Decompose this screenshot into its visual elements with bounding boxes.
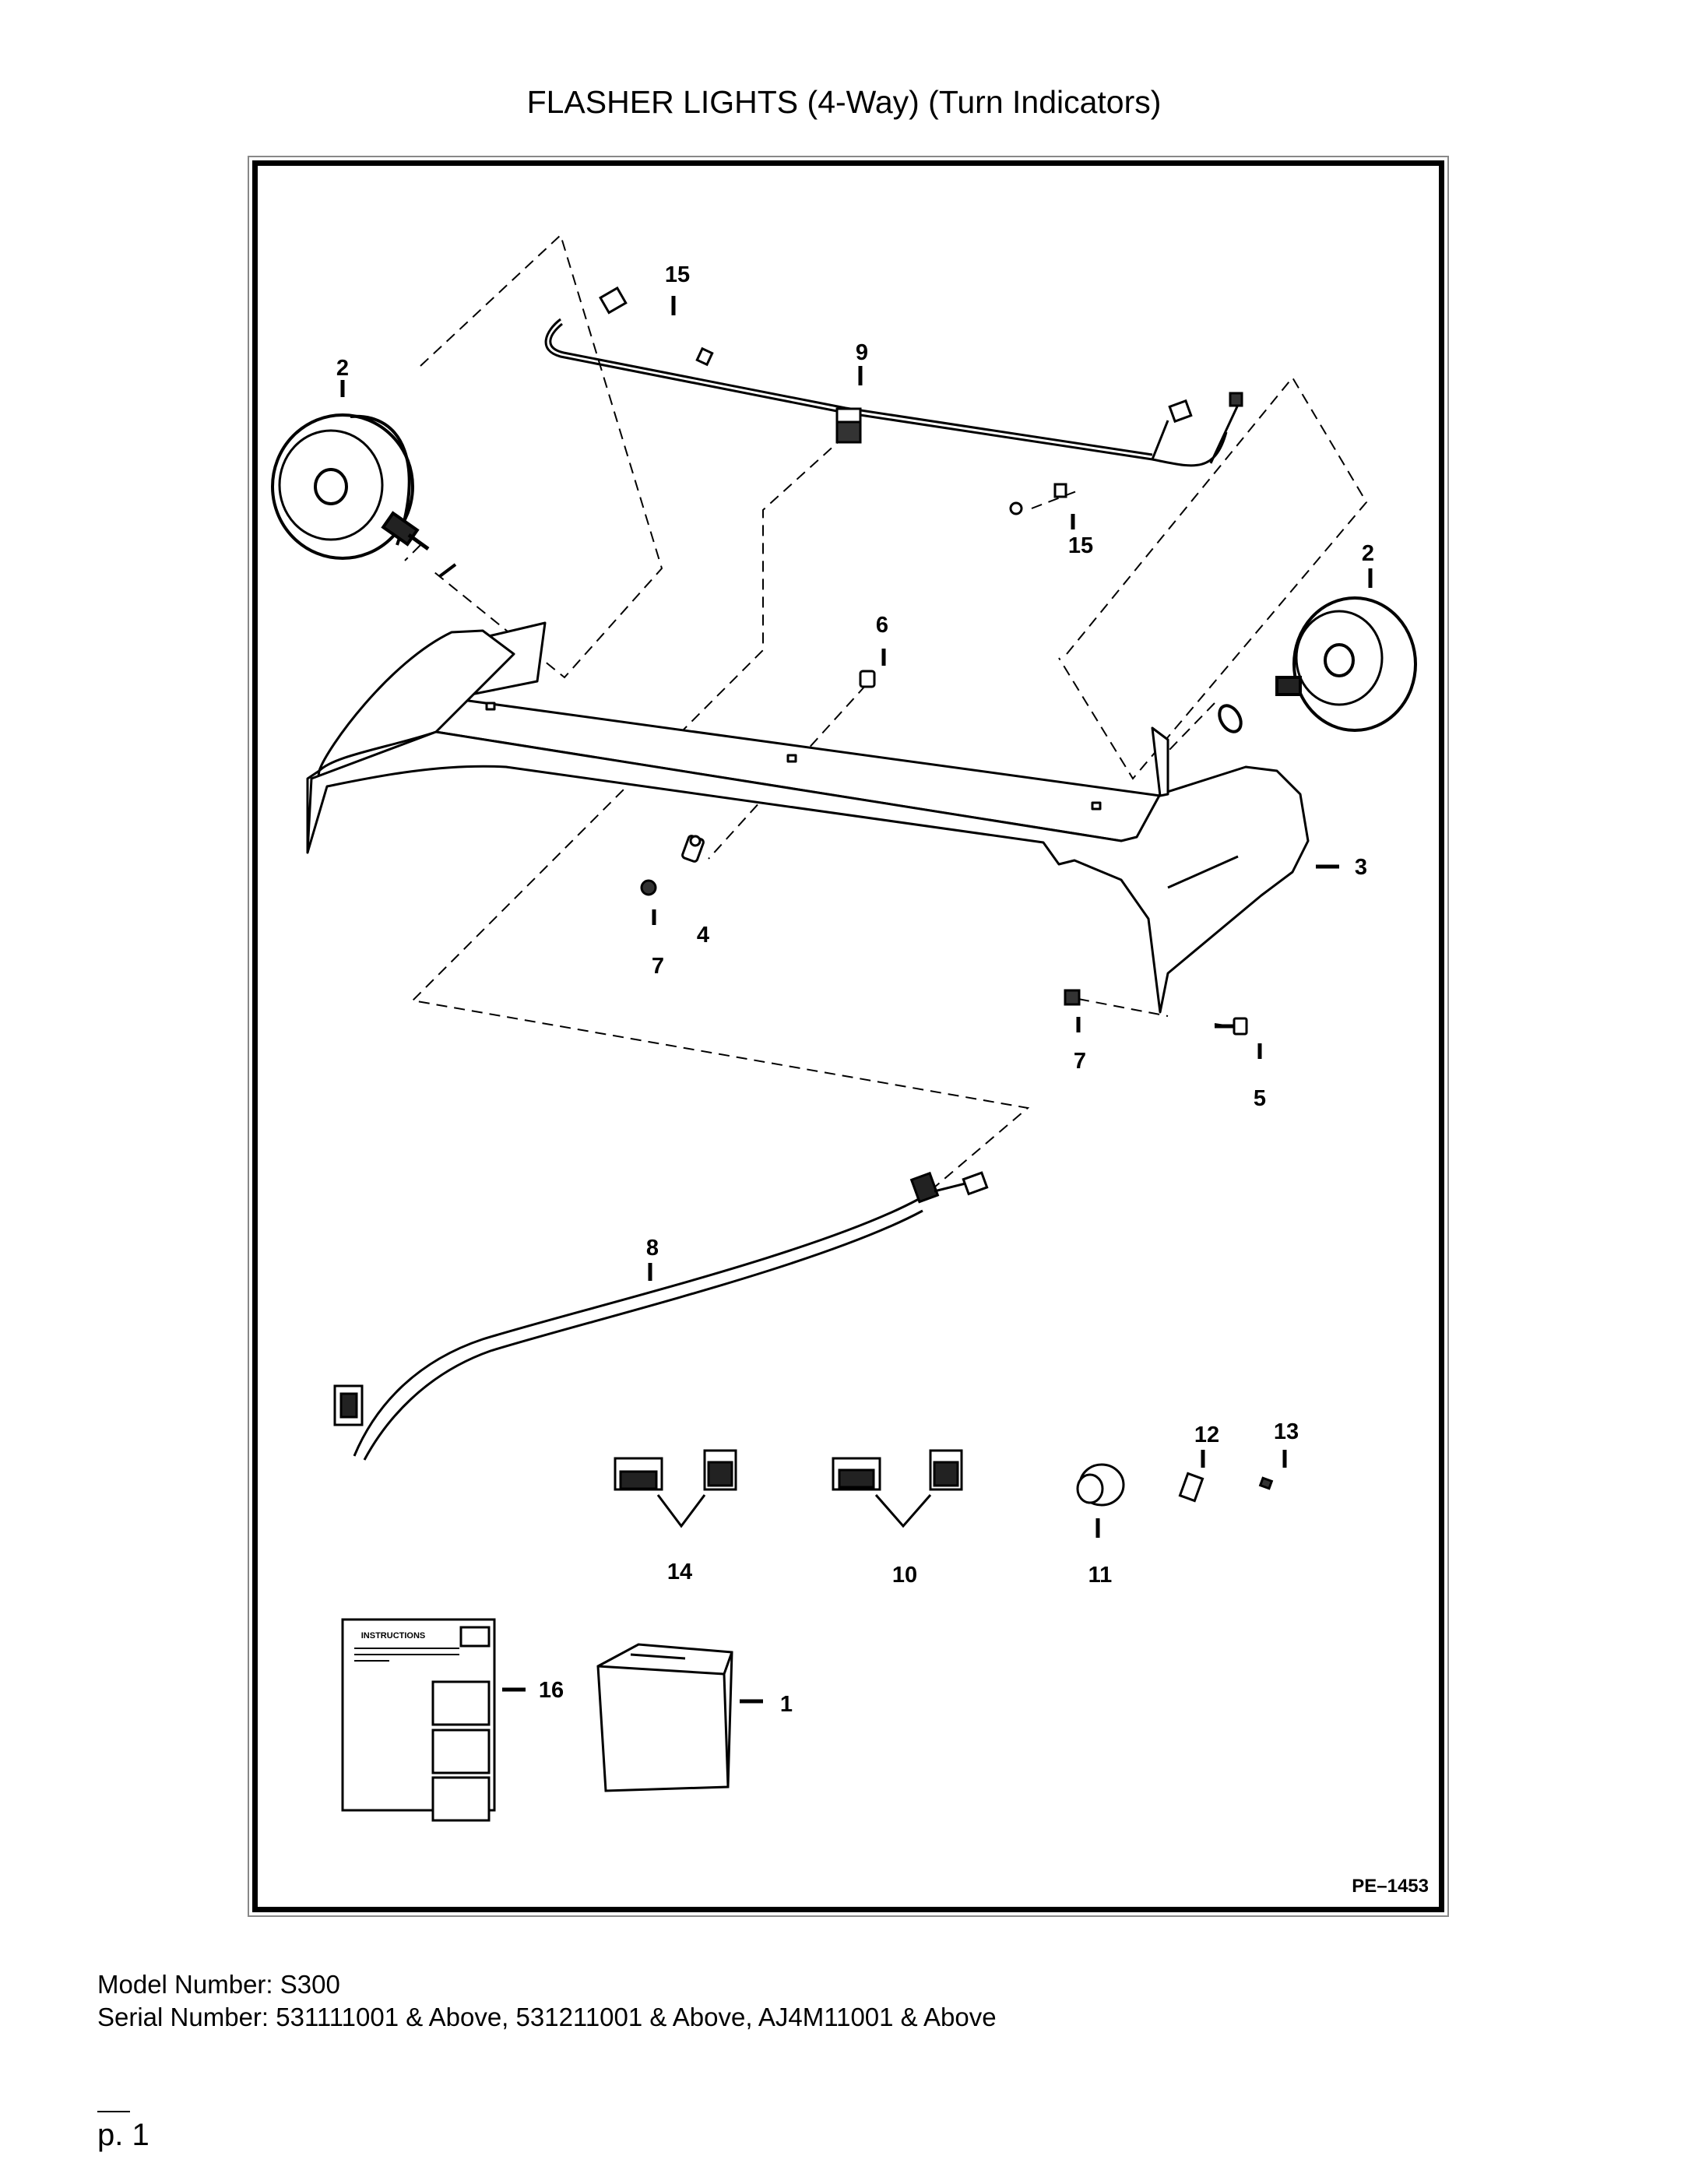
lamp-harness	[544, 286, 1243, 467]
switch-kit-14	[614, 1449, 737, 1528]
callout-15-bottom: 15	[1068, 533, 1093, 558]
serial-number: Serial Number: 531111001 & Above, 531211…	[97, 2003, 997, 2031]
callout-5: 5	[1254, 1086, 1266, 1111]
callout-14: 14	[667, 1560, 692, 1584]
callout-4: 4	[697, 923, 709, 948]
page-number: p. 1	[97, 2118, 149, 2152]
callout-1: 1	[780, 1692, 793, 1717]
callout-11: 11	[1088, 1563, 1113, 1588]
callout-12: 12	[1194, 1423, 1219, 1447]
flasher-unit	[1076, 1463, 1125, 1507]
instructions-sheet	[341, 1618, 496, 1822]
callout-10: 10	[892, 1563, 917, 1588]
callout-leaders	[340, 296, 1373, 1704]
callout-7-right: 7	[1074, 1049, 1086, 1074]
connector-12	[1178, 1472, 1204, 1503]
callout-7-left: 7	[652, 954, 664, 979]
kit-box	[596, 1643, 733, 1792]
instructions-label: INSTRUCTIONS	[361, 1631, 426, 1641]
callout-13: 13	[1274, 1419, 1299, 1444]
switch-kit-10	[832, 1449, 963, 1528]
callout-6: 6	[876, 613, 888, 638]
right-flasher-lamp	[1218, 596, 1417, 733]
diagram-frame-outer	[248, 156, 1449, 1917]
diagram-frame	[252, 160, 1444, 1912]
callout-9: 9	[856, 340, 868, 365]
callout-16: 16	[539, 1678, 564, 1703]
model-number: Model Number: S300	[97, 1970, 340, 1999]
bracket-hardware	[640, 670, 1248, 1036]
harness-ties	[695, 346, 1067, 515]
left-flasher-lamp	[271, 413, 457, 578]
terminal-13	[1258, 1476, 1274, 1490]
callout-3: 3	[1355, 855, 1367, 880]
callout-2-left: 2	[336, 356, 349, 381]
page-title: FLASHER LIGHTS (4-Way) (Turn Indicators)	[526, 84, 1162, 120]
callout-15-top: 15	[665, 262, 690, 287]
callout-2-right: 2	[1362, 541, 1374, 566]
callout-8: 8	[646, 1236, 659, 1261]
mounting-bracket	[306, 621, 1310, 1014]
main-wiring-harness	[333, 1171, 989, 1461]
page-number-rule	[97, 2111, 130, 2112]
figure-code: PE–1453	[1352, 1876, 1429, 1897]
